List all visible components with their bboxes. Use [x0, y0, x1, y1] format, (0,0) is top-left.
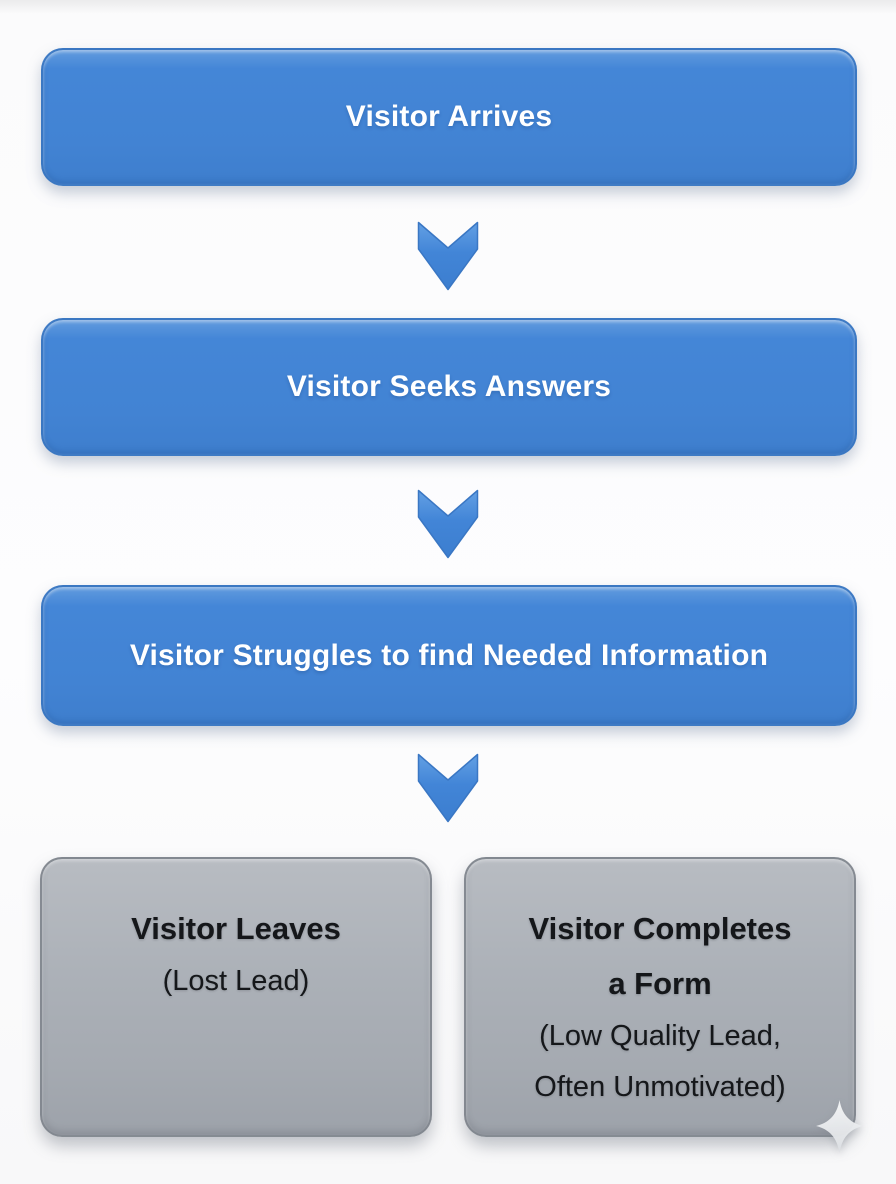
step-label-visitor-seeks-answers: Visitor Seeks Answers: [286, 370, 612, 403]
sparkle-icon: [816, 1100, 863, 1153]
outcome-title-visitor-completes: Visitor Completes: [528, 911, 792, 946]
chevron-down-icon: [417, 753, 479, 823]
outcome-note-often-unmotivated: Often Unmotivated): [534, 1071, 786, 1103]
outcome-title-visitor-leaves: Visitor Leaves: [131, 911, 341, 946]
step-box-visitor-struggles: Visitor Struggles to find Needed Informa…: [41, 585, 857, 726]
outcome-note-lost-lead: (Lost Lead): [162, 965, 310, 997]
outcome-box-visitor-leaves: Visitor Leaves (Lost Lead): [40, 857, 432, 1137]
chevron-down-icon: [417, 489, 479, 559]
step-label-visitor-arrives: Visitor Arrives: [345, 100, 553, 133]
outcome-note-low-quality-lead: (Low Quality Lead,: [539, 1020, 781, 1052]
outcome-title-a-form: a Form: [608, 966, 712, 1001]
chevron-down-icon: [417, 221, 479, 291]
outcome-box-visitor-completes-form: Visitor Completes a Form (Low Quality Le…: [464, 857, 856, 1137]
step-label-visitor-struggles: Visitor Struggles to find Needed Informa…: [129, 638, 769, 672]
step-box-visitor-arrives: Visitor Arrives: [41, 48, 857, 186]
step-box-visitor-seeks-answers: Visitor Seeks Answers: [41, 318, 857, 456]
